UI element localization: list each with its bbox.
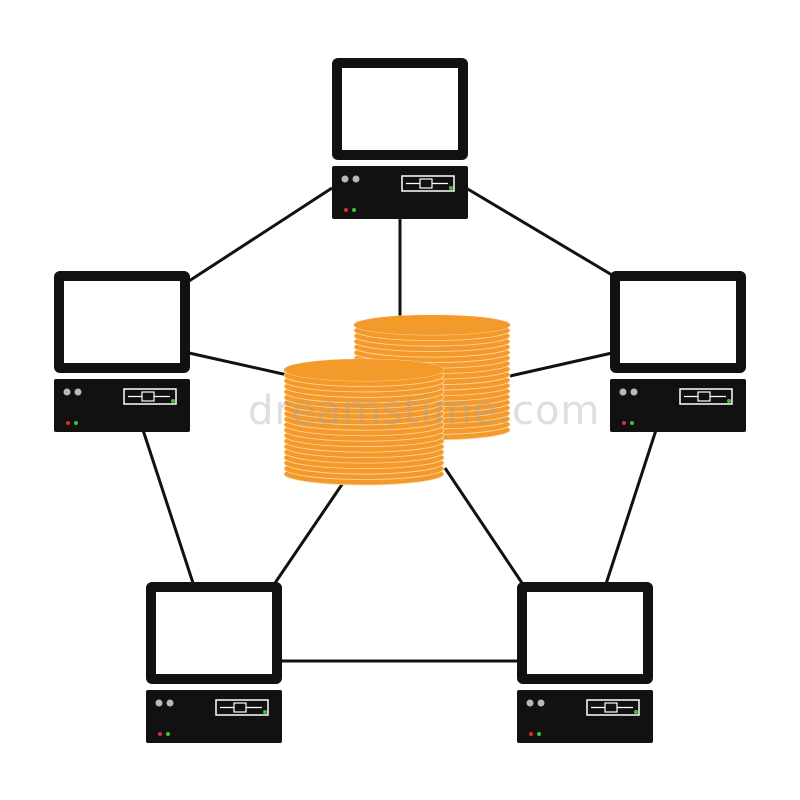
drive-bay: [586, 699, 640, 716]
power-led: [344, 208, 348, 212]
drive-bay: [679, 388, 733, 405]
power-led: [529, 732, 533, 736]
drive-led: [171, 399, 175, 403]
activity-led: [630, 421, 634, 425]
drive-bay: [215, 699, 269, 716]
computer-left-icon: [54, 271, 190, 432]
computer-case: [54, 379, 190, 432]
drive-bay: [401, 175, 455, 192]
button-left: [155, 699, 163, 707]
drive-bay: [123, 388, 177, 405]
computer-bottom-left-icon: [146, 582, 282, 743]
activity-led: [352, 208, 356, 212]
link-right-hub: [509, 351, 613, 378]
power-led: [66, 421, 70, 425]
drive-led: [449, 186, 453, 190]
button-left: [619, 388, 627, 396]
drive-latch: [233, 702, 247, 713]
drive-latch: [141, 391, 155, 402]
link-bottom-left-left: [141, 429, 195, 584]
computer-case: [332, 166, 468, 219]
monitor-screen: [342, 68, 458, 150]
monitor-screen: [64, 281, 180, 363]
computer-case: [610, 379, 746, 432]
link-left-hub: [188, 351, 293, 378]
button-left: [526, 699, 534, 707]
link-top-right: [465, 186, 613, 277]
coin-top: [354, 315, 510, 335]
link-bottom-right-hub: [443, 467, 524, 584]
coin-stack-icon: [283, 314, 511, 486]
button-right: [166, 699, 174, 707]
button-right: [537, 699, 545, 707]
activity-led: [74, 421, 78, 425]
computer-top-icon: [332, 58, 468, 219]
power-led: [622, 421, 626, 425]
link-left-top: [188, 186, 333, 283]
button-right: [630, 388, 638, 396]
button-right: [74, 388, 82, 396]
computer-bottom-right-icon: [517, 582, 653, 743]
link-right-bottom-right: [604, 429, 658, 585]
button-right: [352, 175, 360, 183]
drive-led: [634, 710, 638, 714]
button-left: [63, 388, 71, 396]
drive-latch: [604, 702, 618, 713]
drive-latch: [419, 178, 433, 189]
network-links: [141, 186, 658, 663]
monitor-screen: [156, 592, 272, 674]
drive-led: [727, 399, 731, 403]
drive-led: [263, 710, 267, 714]
computers: [54, 58, 746, 743]
button-left: [341, 175, 349, 183]
computer-right-icon: [610, 271, 746, 432]
activity-led: [537, 732, 541, 736]
activity-led: [166, 732, 170, 736]
drive-latch: [697, 391, 711, 402]
monitor-screen: [620, 281, 736, 363]
monitor-screen: [527, 592, 643, 674]
computer-case: [517, 690, 653, 743]
link-bottom-left-hub: [273, 479, 347, 584]
power-led: [158, 732, 162, 736]
coin-stack-front: [283, 358, 445, 486]
coin-top: [284, 359, 444, 381]
computer-case: [146, 690, 282, 743]
